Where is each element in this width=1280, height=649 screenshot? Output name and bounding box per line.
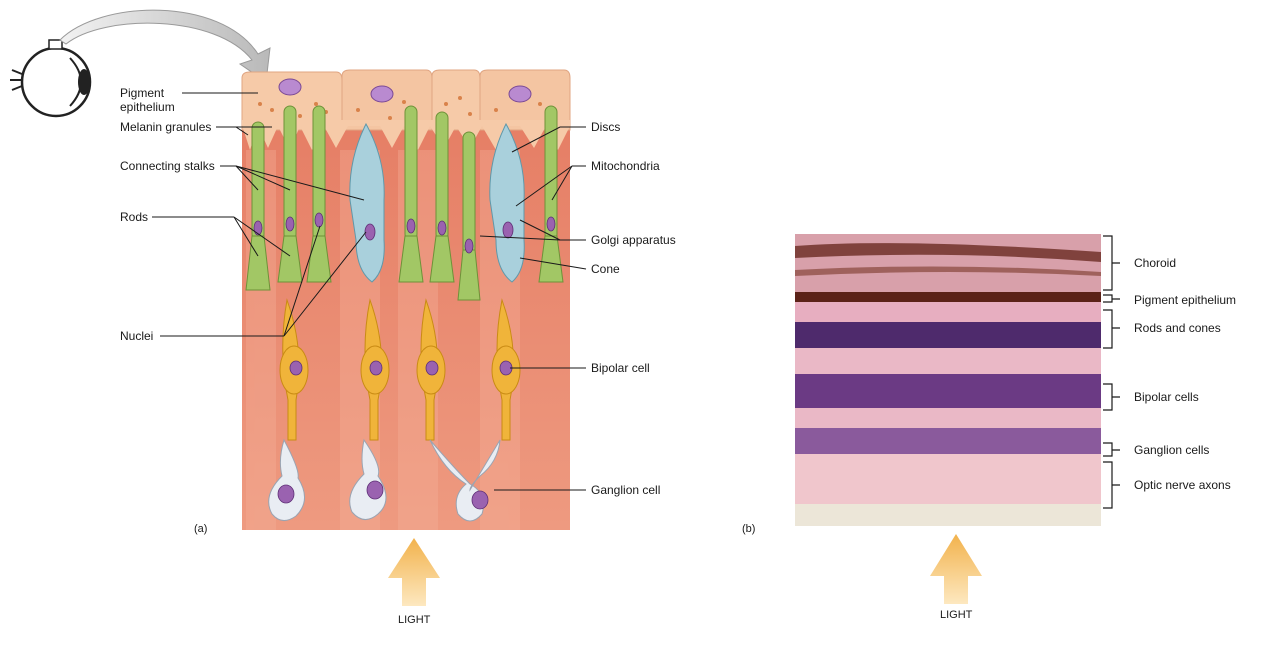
light-arrow-b — [930, 534, 982, 604]
label-choroid: Choroid — [1134, 256, 1177, 270]
light-arrow-a — [388, 538, 440, 606]
ganglion-cells — [268, 438, 501, 522]
label-golgi-apparatus: Golgi apparatus — [591, 233, 676, 247]
label-melanin-granules: Melanin granules — [120, 120, 212, 134]
magnify-arrow — [59, 9, 271, 83]
rod-1 — [245, 121, 271, 291]
label-cone: Cone — [591, 262, 620, 276]
panel-a-tag: (a) — [194, 523, 208, 535]
label-pigment-epithelium-1: Pigment — [120, 86, 165, 100]
label-bipolar-cells: Bipolar cells — [1134, 390, 1199, 404]
rod-5 — [429, 111, 455, 283]
layer-brackets — [1103, 235, 1120, 509]
bipolar-nuclei — [289, 360, 513, 376]
leader-lines-a — [152, 92, 587, 491]
rod-6 — [457, 131, 481, 301]
label-optic-nerve-axons: Optic nerve axons — [1134, 478, 1231, 492]
light-label-b: LIGHT — [940, 609, 973, 621]
label-rods: Rods — [120, 210, 149, 224]
label-pigment-epithelium-b: Pigment epithelium — [1134, 293, 1237, 307]
rod-2 — [277, 105, 303, 283]
eye-icon — [10, 39, 92, 118]
rod-4 — [398, 105, 424, 283]
label-pigment-epithelium-2: epithelium — [120, 100, 175, 114]
label-ganglion-cells: Ganglion cells — [1134, 443, 1210, 457]
label-nuclei: Nuclei — [120, 329, 154, 343]
panel-b-tag: (b) — [742, 523, 756, 535]
label-mitochondria: Mitochondria — [591, 159, 660, 173]
epithelium-nuclei — [278, 78, 532, 103]
label-connecting-stalks: Connecting stalks — [120, 159, 215, 173]
label-ganglion-cell: Ganglion cell — [591, 483, 661, 497]
light-label-a: LIGHT — [398, 614, 431, 626]
rod-cells — [245, 105, 564, 301]
label-rods-and-cones: Rods and cones — [1134, 321, 1221, 335]
label-discs: Discs — [591, 120, 621, 134]
cone-cells — [349, 122, 525, 283]
label-bipolar-cell: Bipolar cell — [591, 361, 650, 375]
rod-7 — [538, 105, 564, 283]
cone-nuclei — [364, 221, 514, 241]
rod-nuclei — [253, 212, 556, 254]
ganglion-nuclei — [277, 480, 489, 510]
micrograph — [795, 234, 1101, 526]
